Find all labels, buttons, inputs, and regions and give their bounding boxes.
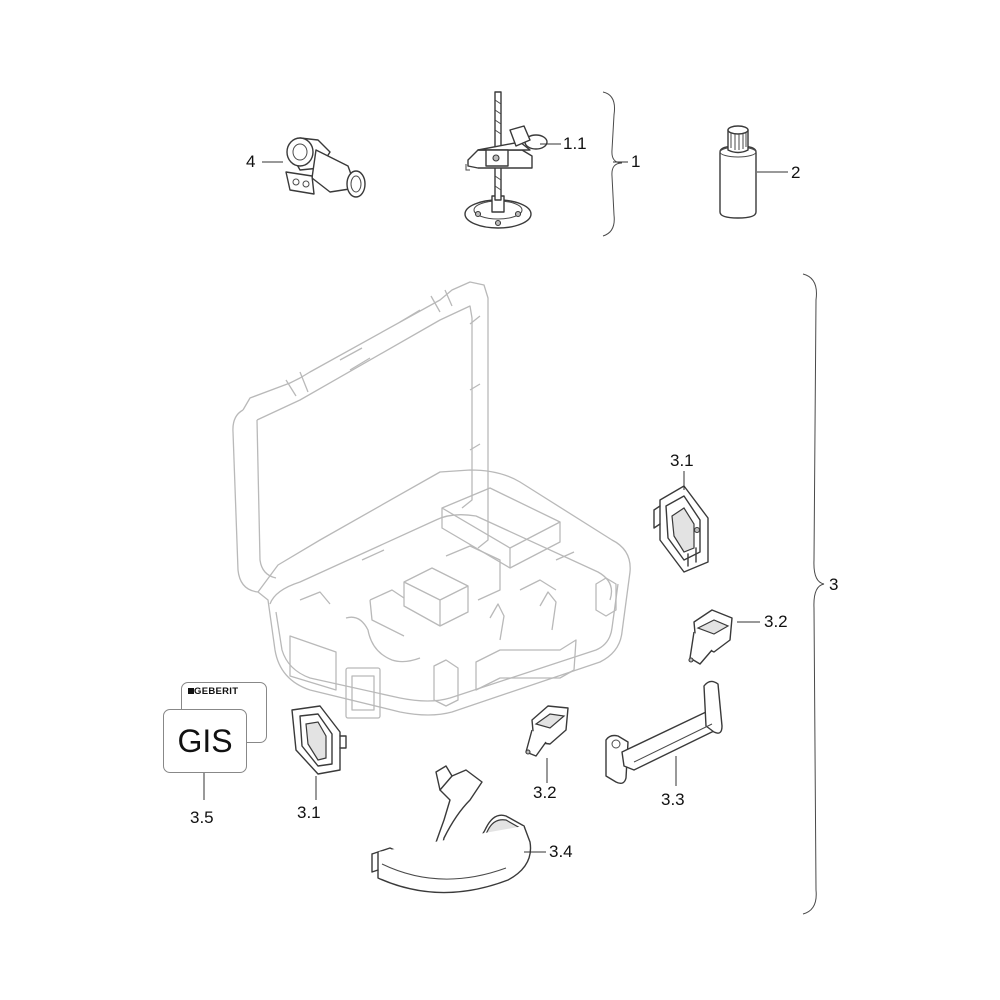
tool-case [232, 281, 631, 719]
brace-3 [802, 273, 825, 915]
sticker-gis-text: GIS [177, 722, 233, 759]
label-3-1-bottom: 3.1 [297, 803, 321, 822]
label-1-1: 1.1 [563, 134, 587, 153]
label-1: 1 [631, 152, 641, 171]
label-3-1-top: 3.1 [670, 451, 694, 470]
sticker-gis-card: GIS [163, 709, 247, 773]
label-3-3: 3.3 [661, 790, 685, 809]
brace-1 [602, 91, 623, 237]
part-4-adapter [285, 137, 366, 198]
label-3-2-bottom: 3.2 [533, 783, 557, 802]
label-3-4: 3.4 [549, 842, 573, 861]
label-3: 3 [829, 575, 839, 594]
label-4: 4 [246, 152, 256, 171]
label-3-5: 3.5 [190, 808, 214, 827]
part-1-stand [464, 91, 548, 229]
sticker-brand-text: GEBERIT [194, 686, 239, 697]
brand-logo-square-icon [188, 688, 194, 694]
part-3-2-clip-bottom [525, 705, 569, 757]
part-3-2-clip-right [688, 609, 733, 665]
label-2: 2 [791, 163, 801, 182]
part-3-4-strap [371, 765, 532, 894]
part-3-1-bracket-top [653, 485, 709, 573]
part-3-3-handle [605, 680, 723, 785]
label-3-2-right: 3.2 [764, 612, 788, 631]
part-2-bottle [719, 125, 757, 219]
part-3-1-bracket-bottom [291, 705, 347, 775]
